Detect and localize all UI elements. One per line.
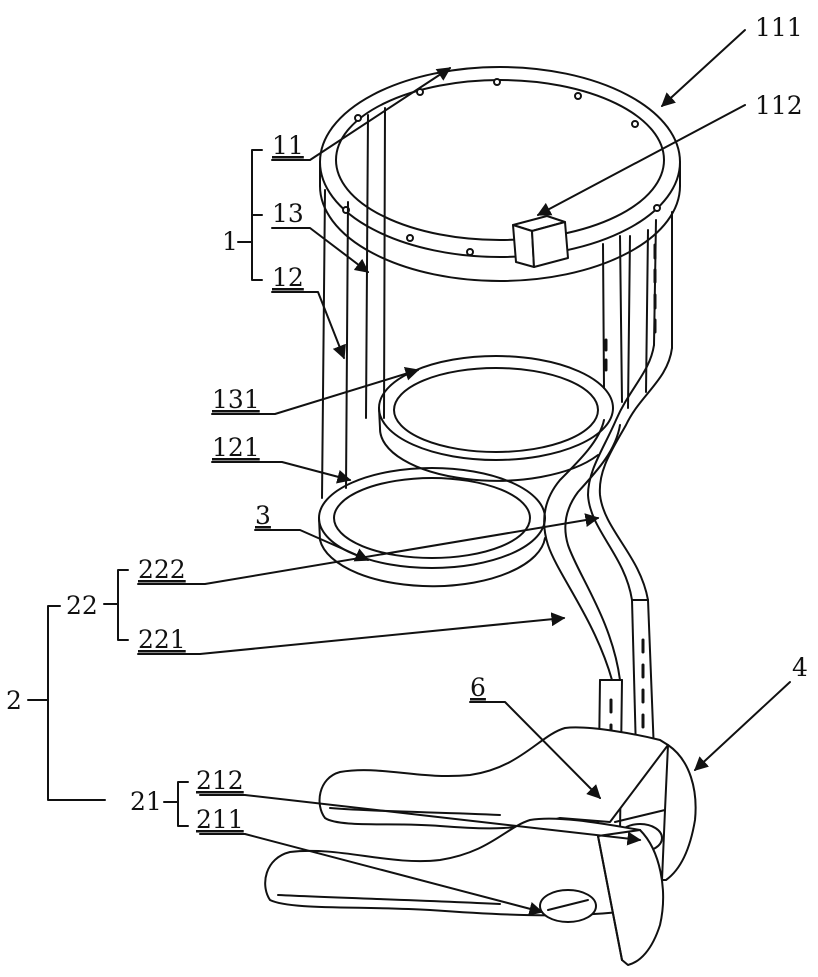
label-13: 13 — [272, 199, 304, 228]
top-ring — [320, 67, 680, 281]
label-22: 22 — [66, 591, 98, 620]
ring-121 — [319, 468, 545, 586]
label-3: 3 — [255, 501, 271, 530]
label-21: 21 — [130, 787, 162, 816]
label-222: 222 — [138, 555, 186, 584]
label-212: 212 — [196, 766, 244, 795]
label-111: 111 — [755, 13, 803, 42]
label-11: 11 — [272, 131, 304, 160]
vertical-rods — [322, 108, 672, 498]
label-12: 12 — [272, 263, 304, 292]
label-221: 221 — [138, 625, 186, 654]
label-131: 131 — [212, 385, 260, 414]
label-211: 211 — [196, 805, 244, 834]
label-4: 4 — [792, 653, 808, 682]
label-2: 2 — [6, 686, 22, 715]
label-1: 1 — [222, 227, 238, 256]
buckle — [513, 216, 568, 267]
label-112: 112 — [755, 91, 803, 120]
label-6: 6 — [470, 673, 486, 702]
label-121: 121 — [212, 433, 260, 462]
